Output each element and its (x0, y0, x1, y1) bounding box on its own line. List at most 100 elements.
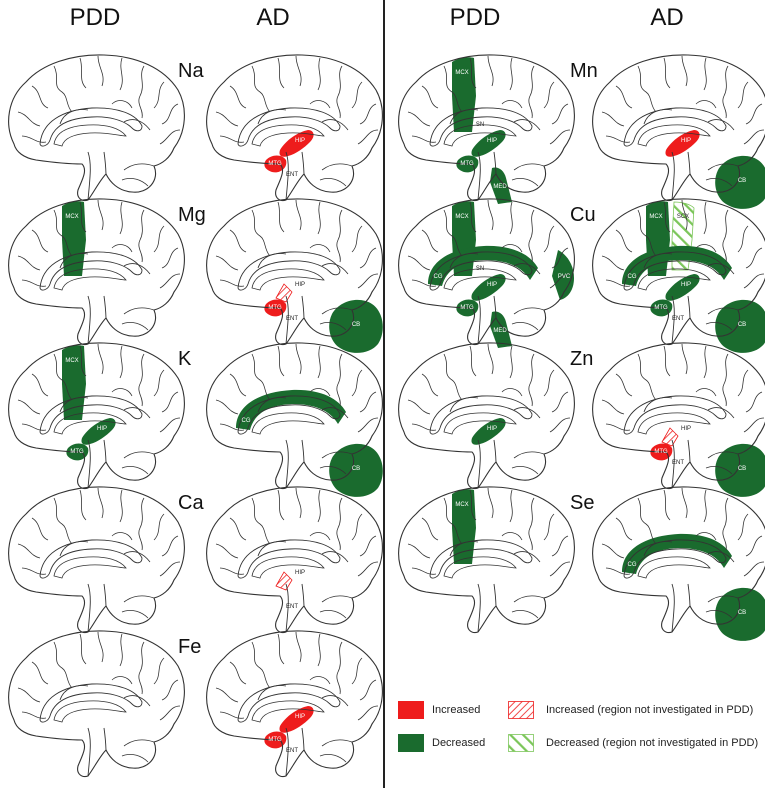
gyrus-line (59, 109, 89, 125)
gyrus-line (681, 487, 688, 519)
region-label-cb: CB (738, 178, 746, 184)
gyrus-line (153, 513, 165, 541)
gyrus-line (551, 391, 569, 413)
gyrus-line (703, 345, 707, 379)
region-label-mcx: MCX (65, 358, 78, 364)
region-cg (622, 245, 732, 286)
cerebellum-line (511, 163, 545, 187)
gyrus-line (643, 109, 673, 125)
gyrus-line (138, 209, 145, 263)
gyrus-line (309, 244, 331, 253)
region-label-sn: SN (476, 266, 484, 272)
gyrus-line (421, 517, 439, 541)
gyrus-line (317, 489, 321, 523)
ventricle (53, 556, 127, 579)
gyrus-line (79, 633, 87, 665)
gyrus-line (722, 353, 729, 407)
region-hip (275, 571, 293, 591)
brainstem (671, 439, 691, 489)
gyrus-line (637, 65, 657, 113)
gyrus-line (153, 225, 165, 253)
header-left-pdd: PDD (69, 4, 121, 31)
gyrus-line (443, 65, 463, 113)
brain-outline (398, 198, 575, 346)
brain-outline (206, 342, 383, 490)
ventricle (443, 556, 517, 579)
gyrus-line (487, 55, 494, 87)
gyrus-line (277, 345, 285, 377)
gyrus-line (407, 255, 431, 271)
gyrus-line (251, 641, 271, 689)
gyrus-line (257, 685, 287, 701)
ventricle (251, 124, 325, 147)
gyrus-line (119, 489, 123, 523)
region-label-scx: SCX (677, 214, 689, 220)
cerebellum-line (121, 451, 155, 475)
gyrus-line (215, 255, 239, 271)
gyrus-line (663, 345, 671, 377)
gyrus-line (359, 103, 377, 125)
gyrus-line (745, 535, 763, 557)
gyrus-line (159, 705, 181, 721)
gyrus-line (605, 423, 631, 431)
gyrus-line (605, 135, 631, 143)
brainstem (87, 727, 107, 777)
cerebellum-line (705, 451, 739, 475)
region-label-mtg: MTG (268, 305, 282, 311)
gyrus-line (53, 353, 73, 401)
region-label-cb: CB (352, 322, 360, 328)
region-hip (471, 274, 506, 301)
gyrus-line (359, 679, 377, 701)
region-label-hip: HIP (487, 282, 497, 288)
brain-pdd-fe (8, 630, 185, 778)
gyrus-line (351, 657, 363, 685)
region-label-cg: CG (628, 562, 637, 568)
gyrus-line (501, 100, 523, 109)
gyrus-line (421, 85, 439, 109)
brain-outline (592, 486, 765, 634)
gyrus-line (31, 517, 49, 541)
region-label-med: MED (493, 184, 507, 190)
brain-pdd-mg: MCX (8, 198, 185, 346)
gyrus-line (695, 388, 717, 397)
gyrus-line (528, 497, 535, 551)
region-label-mcx: MCX (455, 502, 468, 508)
region-cb (715, 587, 765, 641)
gyrus-line (79, 57, 87, 89)
gyrus-line (215, 399, 239, 415)
region-label-cg: CG (434, 274, 443, 280)
gyrus-line (79, 489, 87, 521)
cerebellum-line (319, 739, 353, 763)
header-left-ad: AD (256, 4, 290, 31)
gyrus-line (53, 65, 73, 113)
region-label-mtg: MTG (268, 737, 282, 743)
brain-outline (592, 54, 765, 202)
gyrus-line (161, 103, 179, 125)
cerebellum-line (121, 307, 155, 331)
region-med (490, 311, 512, 348)
gyrus-line (681, 343, 688, 375)
gyrus-line (17, 543, 41, 559)
corpus-callosum (623, 539, 727, 579)
gyrus-line (215, 687, 239, 703)
gyrus-line (251, 65, 271, 113)
gyrus-line (309, 532, 331, 541)
column-divider (383, 0, 385, 788)
gyrus-line (53, 209, 73, 257)
gyrus-line (219, 279, 245, 287)
region-med (490, 167, 512, 204)
brain-outline (398, 342, 575, 490)
gyrus-line (111, 388, 133, 397)
gyrus-line (737, 369, 749, 397)
gyrus-line (549, 129, 571, 145)
region-label-hip: HIP (295, 138, 305, 144)
brain-outline (206, 486, 383, 634)
gyrus-line (251, 209, 271, 257)
brain-pdd-ca (8, 486, 185, 634)
gyrus-line (138, 353, 145, 407)
brainstem (285, 439, 305, 489)
ventricle (53, 268, 127, 291)
